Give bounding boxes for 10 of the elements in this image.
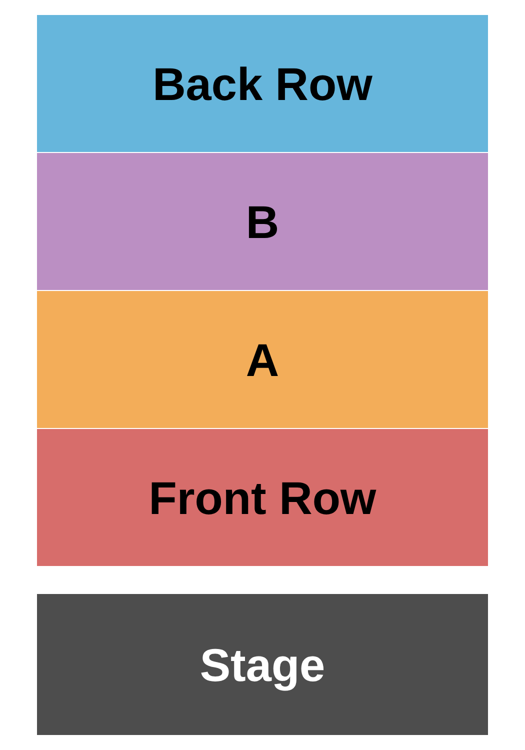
section-label: A: [246, 332, 280, 386]
section-label: Front Row: [148, 470, 376, 524]
seating-section: [37, 153, 488, 290]
stage-area: [37, 594, 488, 735]
section-label: B: [246, 194, 280, 248]
seating-section: [37, 429, 488, 566]
section-label: Stage: [200, 638, 326, 692]
seating-section: [37, 15, 488, 152]
section-label: Back Row: [152, 56, 372, 110]
seating-section: [37, 291, 488, 428]
